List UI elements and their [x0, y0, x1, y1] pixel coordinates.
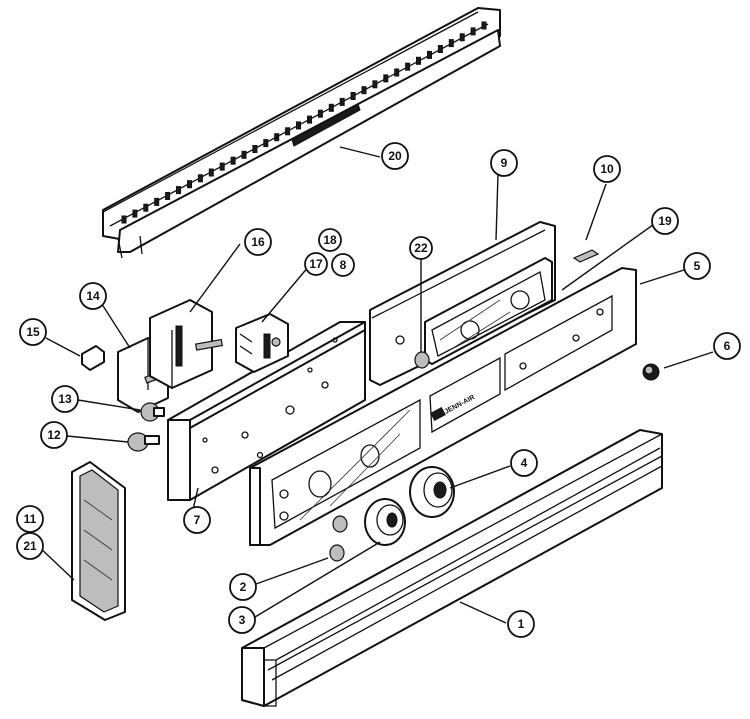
callout-7-label: 7: [194, 513, 201, 527]
rail-slot: [372, 80, 378, 89]
callout-12-label: 12: [47, 428, 61, 442]
rail-slot: [361, 86, 367, 95]
rail-slot: [350, 92, 356, 100]
rail-slot: [176, 186, 181, 195]
callout-5: 5: [683, 252, 711, 280]
callout-17: 17: [304, 252, 328, 276]
callout-10: 10: [593, 155, 621, 183]
rail-slot: [241, 150, 247, 159]
part-22-bushing: [414, 351, 430, 369]
callout-20-label: 20: [388, 149, 402, 163]
rail-slots: [121, 21, 487, 224]
part-10-indicator-lens: [572, 249, 600, 263]
rail-slot: [394, 68, 400, 77]
callout-9-label: 9: [501, 156, 508, 170]
callout-12: 12: [40, 421, 68, 449]
rail-slot: [285, 127, 291, 136]
rail-slot: [328, 103, 334, 112]
callout-4: 4: [510, 449, 538, 477]
callout-20: 20: [381, 142, 409, 170]
part-6-cap: [642, 363, 660, 381]
part-11-21-end-trim: [71, 461, 126, 621]
callout-21: 21: [16, 532, 44, 560]
callout-2-label: 2: [240, 580, 247, 594]
rail-slot: [459, 33, 465, 42]
callout-11: 11: [16, 505, 44, 533]
callout-22-label: 22: [414, 241, 428, 255]
rail-slot: [470, 27, 476, 36]
rail-slot: [296, 121, 301, 130]
callout-9: 9: [490, 149, 518, 177]
rail-slot: [317, 109, 323, 118]
callout-18: 18: [318, 228, 342, 252]
part-2-small-knobs: [329, 515, 348, 562]
part-7-control-bracket: [167, 321, 366, 501]
callout-19: 19: [651, 207, 679, 235]
callout-17-label: 17: [309, 257, 323, 271]
rail-slot: [437, 45, 443, 53]
callout-14-label: 14: [86, 289, 100, 303]
part-13-component: [140, 402, 165, 422]
rail-slot: [197, 174, 203, 183]
callout-15: 15: [19, 318, 47, 346]
part-1-bottom-channel: [241, 429, 663, 707]
rail-slot: [383, 74, 389, 83]
rail-slot: [427, 50, 432, 59]
callout-2: 2: [229, 573, 257, 601]
callout-1: 1: [507, 610, 535, 638]
rail-slot: [187, 180, 192, 189]
callout-14: 14: [79, 282, 107, 310]
part-15-clip: [81, 345, 105, 371]
rail-slot: [154, 197, 160, 206]
rail-slot: [143, 203, 149, 212]
callout-7: 7: [183, 506, 211, 534]
callout-1-label: 1: [518, 617, 525, 631]
rail-slot: [339, 97, 345, 106]
callout-6-label: 6: [724, 339, 731, 353]
callout-4-label: 4: [521, 456, 528, 470]
callout-8: 8: [331, 253, 355, 277]
part-4-large-knob: [409, 466, 455, 518]
callout-15-label: 15: [26, 325, 40, 339]
rail-slot: [405, 62, 411, 71]
callout-3: 3: [228, 606, 256, 634]
rail-slot: [416, 56, 421, 65]
part-16-infinite-switch: [149, 299, 224, 389]
part-12-component: [127, 432, 160, 452]
rail-slot: [448, 39, 454, 48]
callout-3-label: 3: [239, 613, 246, 627]
rail-slot: [230, 156, 236, 165]
part-17-18-8-terminal-block: [235, 313, 289, 373]
part-20-top-rail: [102, 7, 501, 259]
callout-16: 16: [244, 228, 272, 256]
rail-slot: [274, 133, 280, 142]
callout-11-label: 11: [24, 512, 37, 526]
rail-slot: [132, 209, 138, 218]
callout-10-label: 10: [600, 162, 614, 176]
callout-6: 6: [713, 332, 741, 360]
callout-19-label: 19: [658, 214, 672, 228]
rail-slot: [121, 215, 127, 224]
rail-slot: [252, 145, 258, 153]
rail-slot: [208, 168, 214, 177]
callout-13-label: 13: [58, 392, 72, 406]
callout-5-label: 5: [694, 259, 701, 273]
callout-13: 13: [51, 385, 79, 413]
callout-21-label: 21: [23, 539, 37, 553]
rail-slot: [307, 115, 312, 124]
callout-8-label: 8: [340, 258, 347, 272]
callout-22: 22: [409, 236, 433, 260]
callout-18-label: 18: [323, 233, 337, 247]
callout-16-label: 16: [251, 235, 265, 249]
rail-slot: [263, 139, 269, 148]
part-3-large-knob: [364, 498, 406, 546]
part-5-front-panel: JENN-AIR: [249, 267, 637, 546]
rail-slot: [481, 21, 487, 30]
rail-slot: [219, 162, 225, 171]
rail-slot: [165, 192, 171, 200]
